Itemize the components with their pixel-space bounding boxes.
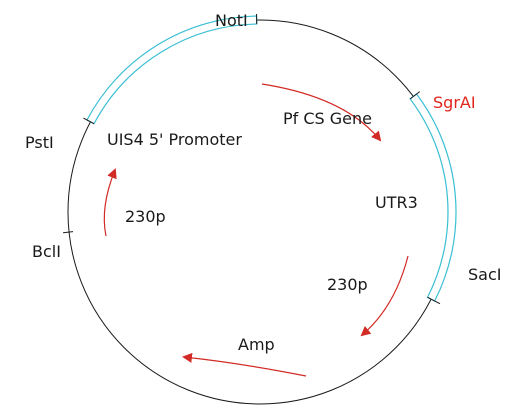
site-ticks (63, 14, 441, 305)
segment-bar-uis4-promoter (86, 15, 258, 125)
feature-label-uis4-promoter: UIS4 5' Promoter (107, 130, 242, 149)
feature-arrows (103, 83, 409, 377)
tick-sgrai (409, 91, 421, 100)
segment-bars (86, 15, 457, 302)
arrow-230p-left (103, 168, 117, 237)
site-label-bcli: BclI (32, 242, 61, 261)
tick-saci (427, 296, 441, 305)
feature-label-amp: Amp (238, 335, 275, 354)
tick-psti (83, 117, 95, 125)
arrow-amp (182, 352, 307, 377)
tick-bcli (63, 231, 74, 234)
feature-label-pf-cs-gene: Pf CS Gene (283, 109, 372, 128)
feature-label-utr3: UTR3 (375, 193, 418, 212)
arrow-230p-right (360, 255, 409, 337)
feature-label-230p-right: 230p (327, 275, 368, 294)
arrow-pf-cs-gene (261, 83, 382, 142)
feature-label-230p-left: 230p (125, 207, 166, 226)
site-label-sgrai: SgrAI (433, 93, 476, 112)
site-label-psti: PstI (25, 133, 54, 152)
site-label-noti: NotI (215, 11, 248, 30)
site-label-saci: SacI (468, 265, 501, 284)
segment-bar-pf-cs-gene (409, 93, 457, 302)
